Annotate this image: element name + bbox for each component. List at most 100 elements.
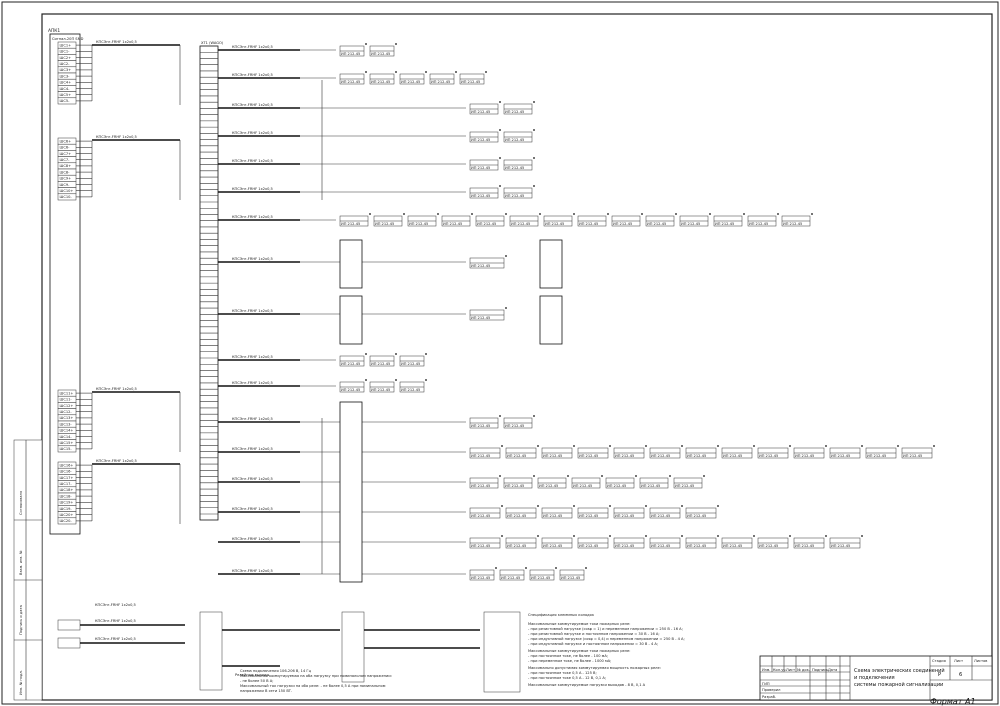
junction-dot: [703, 475, 705, 477]
junction-dot: [537, 535, 539, 537]
junction-dot: [709, 213, 711, 215]
terminal-label: ШС10-: [60, 195, 73, 199]
detector-label: ИП 212-45: [505, 424, 524, 428]
bottom-left-blocks: КПСЭнг-FRHF 1x2x0,5 КПСЭнг-FRHF 1x2x0,5 …: [57, 603, 521, 693]
row-bus-label: КПСЭнг-FRHF 1x2x0,5: [232, 447, 273, 451]
notes-line-10: - при постоянном токе 0,5 А - 125 В;: [528, 671, 597, 675]
terminal-label: ШС8+: [60, 164, 72, 168]
detector-label: ИП 212-45: [505, 110, 524, 114]
detector-label: ИП 212-45: [443, 222, 462, 226]
junction-dot: [499, 185, 501, 187]
detector-label: ИП 212-45: [715, 222, 734, 226]
row-bus-label: КПСЭнг-FRHF 1x2x0,5: [232, 159, 273, 163]
junction-dot: [555, 567, 557, 569]
junction-dot: [525, 567, 527, 569]
junction-dot: [499, 101, 501, 103]
side-stamp-4: Согласовано: [19, 491, 23, 515]
junction-dot: [681, 445, 683, 447]
detector-label: ИП 212-45: [613, 222, 632, 226]
notes-line-1: Максимальные коммутируемые токи пожарных…: [528, 622, 630, 626]
middle-strip-label: ХТ1 (WAGO): [201, 41, 224, 45]
detector-label: ИП 212-45: [641, 484, 660, 488]
junction-dot: [485, 71, 487, 73]
terminal-label: ШС8-: [60, 170, 71, 174]
junction-dot: [365, 353, 367, 355]
junction-dot: [681, 535, 683, 537]
terminal-label: ШС15-: [60, 447, 73, 451]
tb-row-developed: Разраб.: [762, 695, 776, 699]
terminal-label: ШС16+: [60, 463, 74, 467]
junction-dot: [897, 445, 899, 447]
detector-label: ИП 212-45: [831, 454, 850, 458]
row-bus-label: КПСЭнг-FRHF 1x2x0,5: [232, 103, 273, 107]
junction-dot: [573, 505, 575, 507]
terminal-label: ШС14-: [60, 435, 73, 439]
detector-label: ИП 212-45: [795, 454, 814, 458]
junction-dot: [505, 255, 507, 257]
detector-label: ИП 212-45: [573, 484, 592, 488]
junction-dot: [743, 213, 745, 215]
panel-label: АПК1: [48, 28, 60, 34]
detector-label: ИП 212-45: [471, 194, 490, 198]
detector-label: ИП 212-45: [831, 544, 850, 548]
terminal-label: ШС17-: [60, 482, 73, 486]
junction-dot: [789, 535, 791, 537]
detector-label: ИП 212-45: [371, 80, 390, 84]
detector-label: ИП 212-45: [471, 484, 490, 488]
detector-label: ИП 212-45: [507, 544, 526, 548]
terminal-label: ШС2-: [60, 62, 71, 66]
tb-stage-label: Стадия: [932, 659, 946, 663]
row-bus-label: КПСЭнг-FRHF 1x2x0,5: [232, 45, 273, 49]
junction-dot: [505, 213, 507, 215]
detector-label: ИП 212-45: [749, 222, 768, 226]
junction-dot: [539, 213, 541, 215]
junction-dot: [499, 415, 501, 417]
row-bus-label: КПСЭнг-FRHF 1x2x0,5: [232, 381, 273, 385]
notes-heading: Спецификация клеммных колодок: [528, 613, 595, 617]
row-bus-label: КПСЭнг-FRHF 1x2x0,5: [232, 569, 273, 573]
left-note-4: Максимальный ток нагрузки на оба реле: -…: [240, 684, 386, 688]
detector-label: ИП 212-45: [539, 484, 558, 488]
panel-bus-label: КПСЭнг-FRHF 1x2x0,5: [96, 459, 137, 463]
terminal-label: ШС9-: [60, 183, 71, 187]
notes-line-12: Максимальные коммутируемые нагрузки выхо…: [528, 683, 646, 687]
terminal-label: ШС1-: [60, 50, 71, 54]
subpanel-box: [339, 239, 363, 289]
detector-label: ИП 212-45: [501, 576, 520, 580]
junction-dot: [395, 379, 397, 381]
detector-label: ИП 212-45: [471, 576, 490, 580]
detector-label: ИП 212-45: [561, 576, 580, 580]
detector-label: ИП 212-45: [431, 80, 450, 84]
junction-dot: [537, 445, 539, 447]
bottom-bus-label-1: КПСЭнг-FRHF 1x2x0,5: [95, 603, 136, 607]
junction-dot: [861, 535, 863, 537]
junction-dot: [533, 415, 535, 417]
junction-dot: [825, 445, 827, 447]
junction-dot: [369, 213, 371, 215]
tb-col-kol: Кол.уч.: [773, 668, 787, 672]
detector-label: ИП 212-45: [471, 514, 490, 518]
detector-label: ИП 212-45: [471, 424, 490, 428]
detector-label: ИП 212-45: [687, 544, 706, 548]
detector-label: ИП 212-45: [507, 454, 526, 458]
terminal-label: ШС1+: [60, 43, 72, 47]
detector-label: ИП 212-45: [507, 514, 526, 518]
detector-label: ИП 212-45: [471, 138, 490, 142]
junction-dot: [505, 307, 507, 309]
junction-dot: [425, 379, 427, 381]
left-note-5: напряжении В сети 150 ВТ.: [240, 689, 292, 693]
junction-dot: [437, 213, 439, 215]
junction-dot: [495, 567, 497, 569]
middle-terminal-strip: ХТ1 (WAGO): [199, 41, 224, 521]
tb-sheet-value: 6: [959, 672, 962, 678]
detector-label: ИП 212-45: [505, 194, 524, 198]
notes-line-5: - при индуктивной нагрузке и постоянном …: [528, 642, 658, 646]
junction-dot: [499, 157, 501, 159]
junction-dot: [365, 71, 367, 73]
tb-col-izm: Изм.: [762, 668, 770, 672]
junction-dot: [573, 213, 575, 215]
title-block: Изм. Кол.уч. Лист № док. Подпись Дата ГИ…: [759, 655, 993, 701]
junction-dot: [573, 445, 575, 447]
junction-dot: [501, 505, 503, 507]
notes-line-3: - при резистивной нагрузке и постоянном …: [528, 632, 660, 636]
